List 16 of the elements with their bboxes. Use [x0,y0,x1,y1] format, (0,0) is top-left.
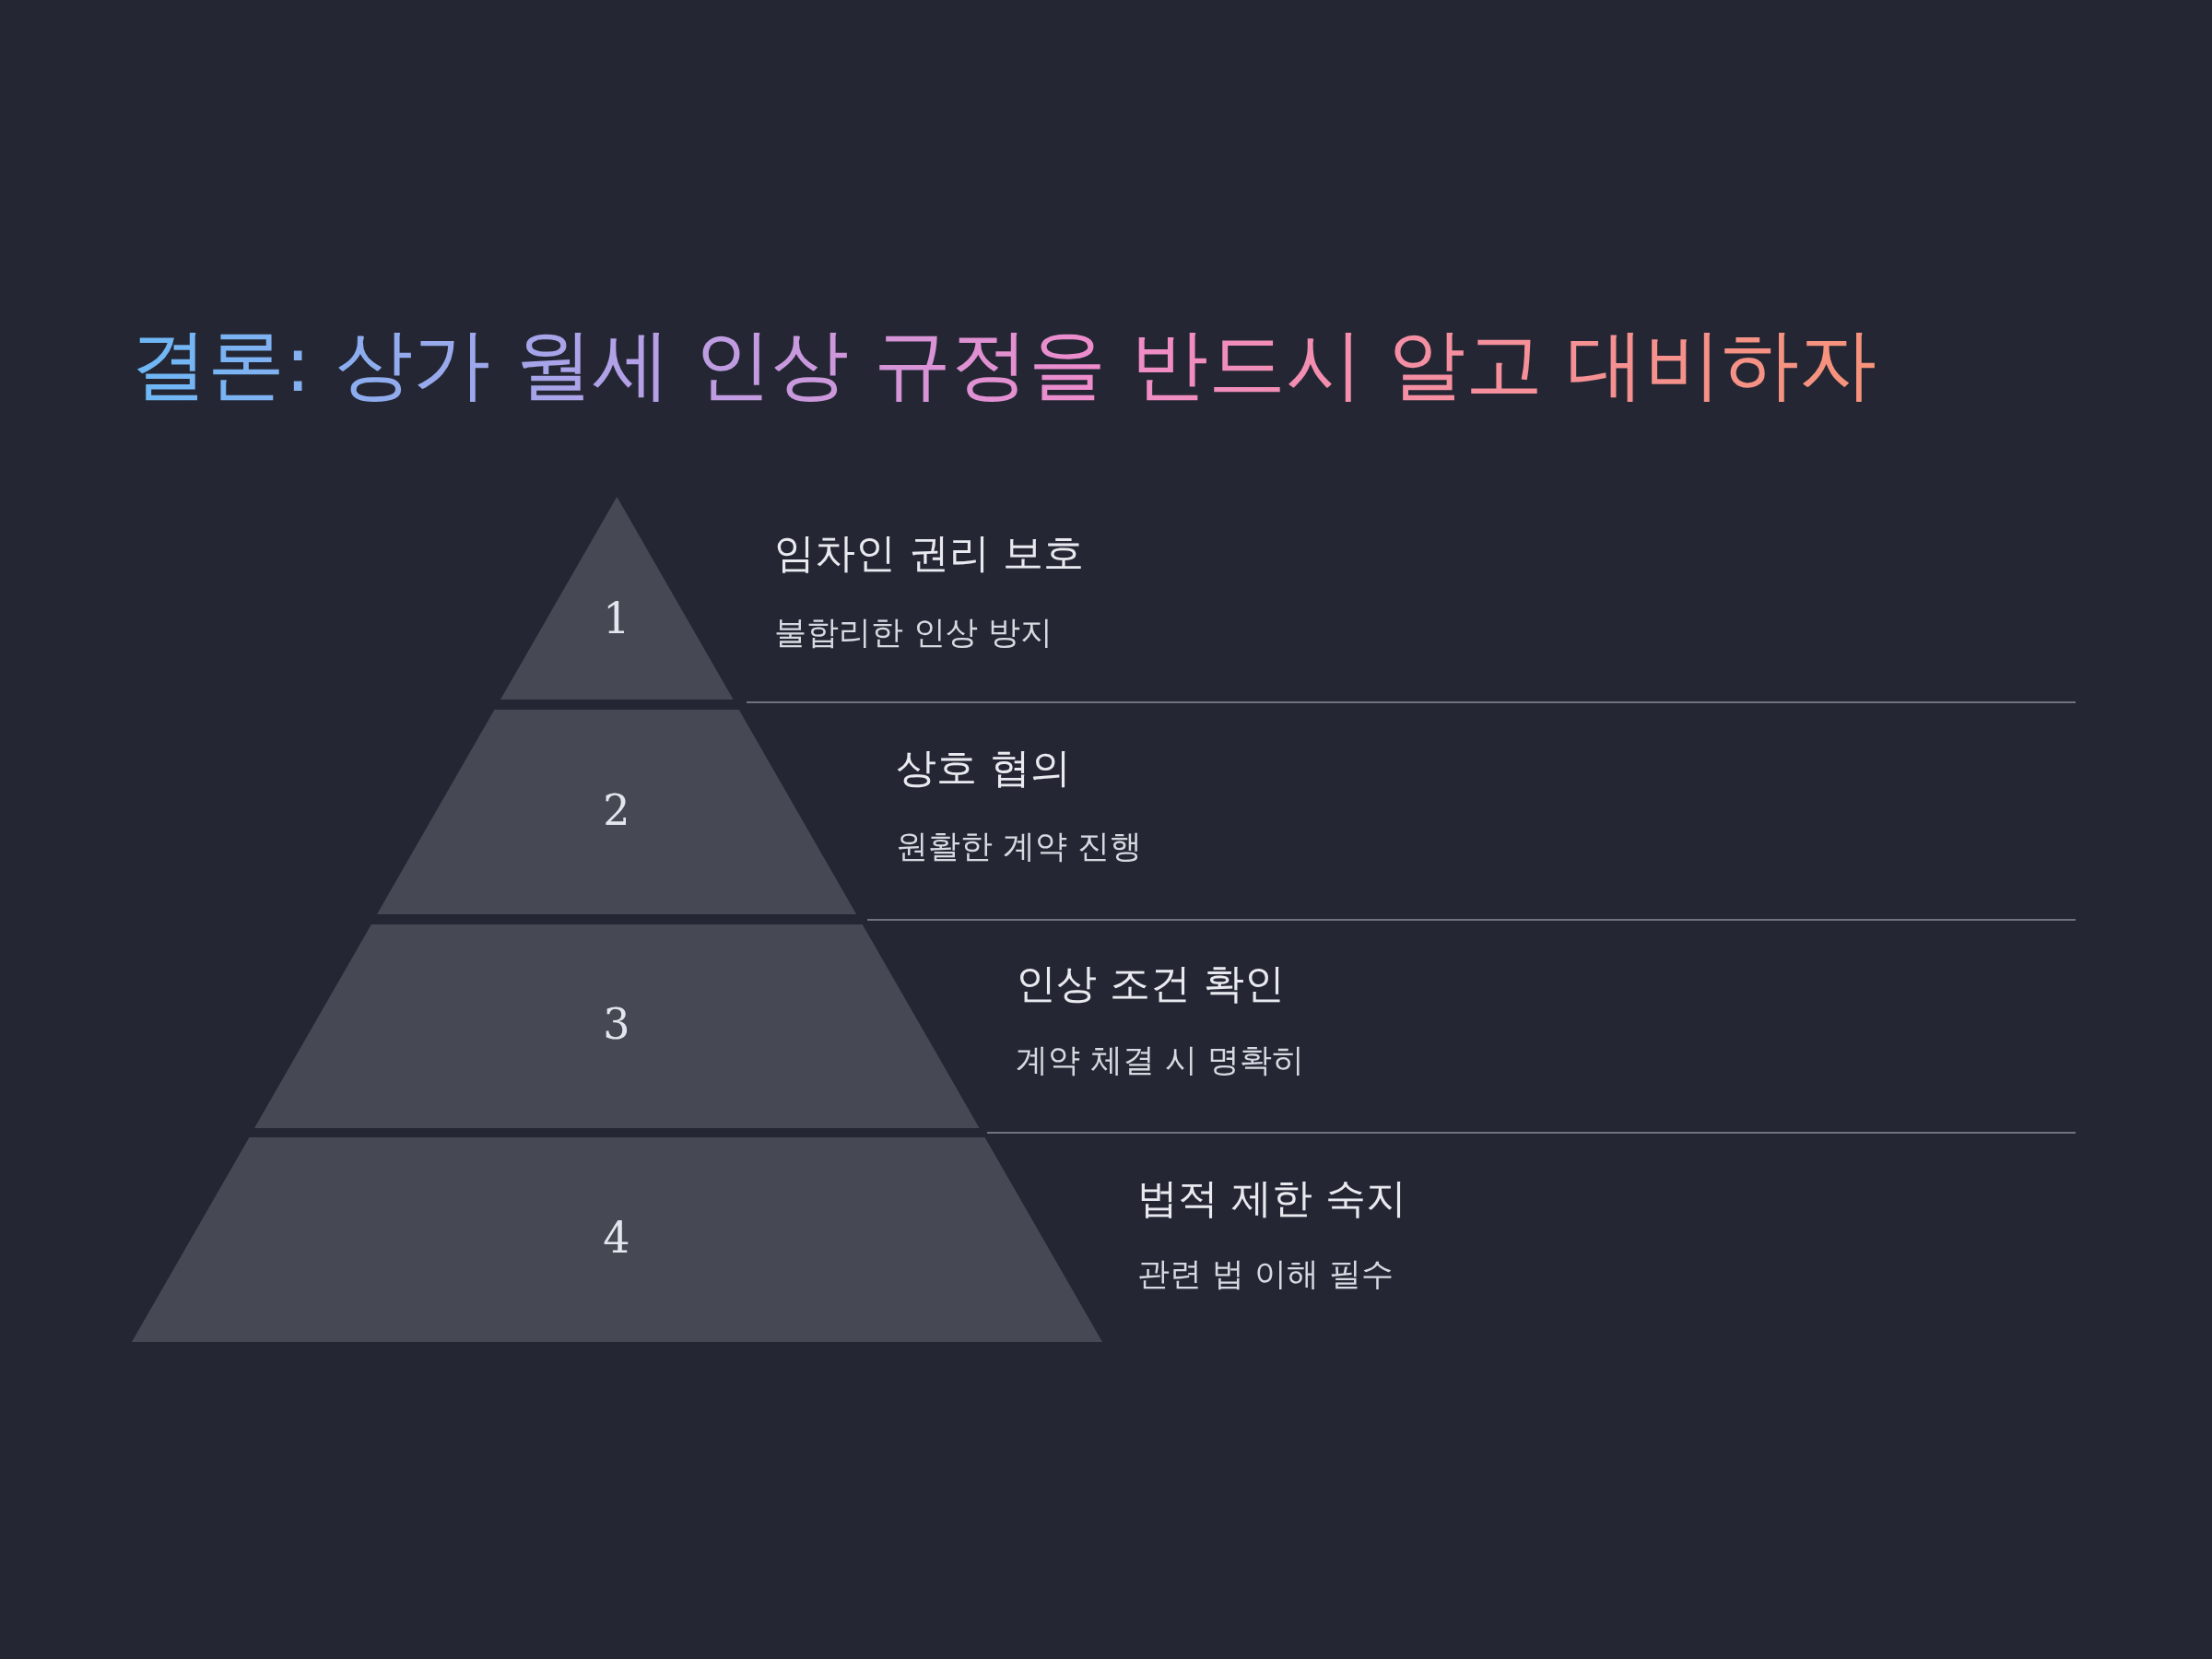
tier-number: 1 [603,594,630,643]
pyramid-tier [253,924,980,1128]
tier-heading: 법적 제한 숙지 [1137,1172,1406,1223]
pyramid-tier [376,710,857,914]
pyramid-tier [131,1137,1102,1342]
tier-number: 3 [603,999,630,1050]
tier-heading: 임차인 권리 보호 [774,527,1084,578]
tier-number: 4 [603,1212,630,1263]
tier-description: 계약 체결 시 명확히 [1016,1040,1305,1080]
tier-description: 불합리한 인상 방지 [774,612,1053,653]
tier-number: 2 [603,784,630,835]
pyramid-tier [500,497,734,700]
tier-heading: 인상 조건 확인 [1016,958,1285,1008]
tier-description: 원활한 계약 진행 [896,826,1143,866]
tier-description: 관련 법 이해 필수 [1137,1253,1394,1294]
tier-heading: 상호 협의 [896,742,1071,793]
